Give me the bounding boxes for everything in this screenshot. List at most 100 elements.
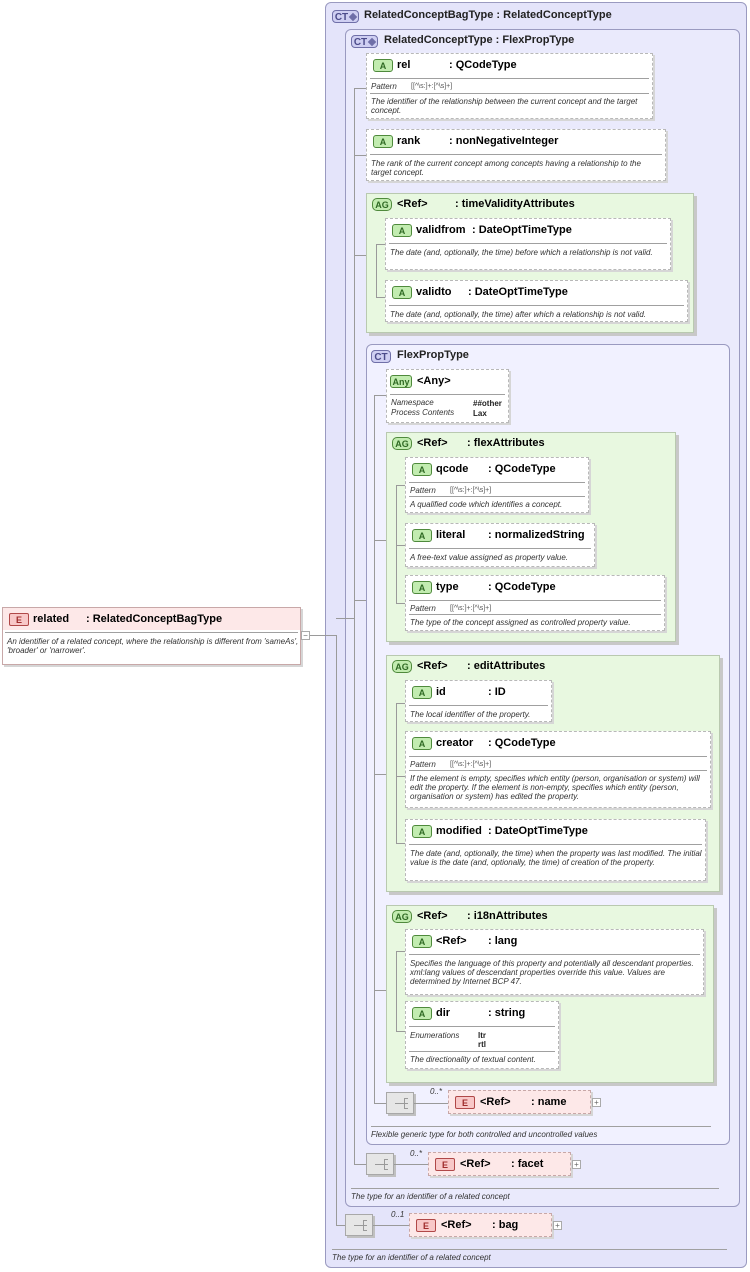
namespace-label: Namespace [391,398,434,407]
collapse-toggle[interactable]: − [301,631,310,640]
attribute-name: literal [436,529,466,541]
attribute-badge: A [373,135,393,148]
attribute-literal[interactable]: A literal : normalizedString A free-text… [405,523,595,567]
attribute-badge: A [412,686,432,699]
attribute-group-ref: <Ref> [417,437,448,449]
element-facet[interactable]: E <Ref> : facet [428,1152,571,1176]
attribute-name: : lang [488,935,518,947]
attribute-type: : QCodeType [449,59,517,71]
enumerations-label: Enumerations [410,1031,460,1040]
enumeration-rtl: rtl [478,1040,486,1049]
complex-type-badge: CT [332,10,359,23]
expand-toggle[interactable]: + [572,1160,581,1169]
attribute-creator[interactable]: A creator : QCodeType Pattern [[^\s:]+:[… [405,731,711,808]
complex-type-title: FlexPropType [397,349,469,361]
element-ref: <Ref> [460,1158,491,1170]
attribute-group-ref: <Ref> [417,910,448,922]
attribute-group-badge: AG [392,660,412,673]
attribute-description: If the element is empty, specifies which… [410,774,700,801]
attribute-type: : string [488,1007,526,1019]
wildcard-badge: Any [390,375,412,388]
attribute-type-value: : QCodeType [488,581,556,593]
attribute-type: : DateOptTimeType [488,825,588,837]
attribute-name: rel [397,59,411,71]
attribute-badge: A [392,224,412,237]
pattern-label: Pattern [371,82,397,91]
element-badge: E [9,613,29,626]
root-element-description: An identifier of a related concept, wher… [7,637,299,655]
attribute-description: A qualified code which identifies a conc… [410,500,563,509]
wildcard-any[interactable]: Any <Any> Namespace ##other Process Cont… [386,369,509,423]
attribute-name: validto [416,286,452,298]
element-badge: E [435,1158,455,1171]
attribute-badge: A [412,935,432,948]
attribute-description: The type of the concept assigned as cont… [410,618,631,627]
cardinality: 0..1 [391,1210,405,1219]
attribute-ref: <Ref> [436,935,467,947]
attribute-group-badge: AG [372,198,392,211]
attribute-badge: A [412,581,432,594]
namespace-value: ##other [473,399,502,408]
attribute-name: type [436,581,459,593]
expand-toggle[interactable]: + [592,1098,601,1107]
wildcard-name: <Any> [417,375,451,387]
attribute-name: rank [397,135,421,147]
attribute-name: id [436,686,446,698]
element-name-label: : bag [492,1219,519,1231]
attribute-group-name: : editAttributes [467,660,546,672]
attribute-validto[interactable]: A validto : DateOptTimeType The date (an… [385,280,688,322]
attribute-qcode[interactable]: A qcode : QCodeType Pattern [[^\s:]+:[^\… [405,457,589,513]
attribute-modified[interactable]: A modified : DateOptTimeType The date (a… [405,819,706,881]
attribute-group-badge: AG [392,437,412,450]
attribute-badge: A [412,463,432,476]
attribute-group-name: : timeValidityAttributes [455,198,575,210]
attribute-name: dir [436,1007,451,1019]
attribute-description: Specifies the language of this property … [410,959,694,986]
attribute-description: The date (and, optionally, the time) bef… [390,248,653,257]
complex-type-badge: CT [371,350,391,363]
attribute-group-badge: AG [392,910,412,923]
element-bag[interactable]: E <Ref> : bag [409,1213,552,1237]
element-ref: <Ref> [441,1219,472,1231]
expand-toggle[interactable]: + [553,1221,562,1230]
attribute-description: A free-text value assigned as property v… [410,553,569,562]
cardinality: 0..* [410,1149,423,1158]
attribute-validfrom[interactable]: A validfrom : DateOptTimeType The date (… [385,218,671,270]
attribute-name: creator [436,737,474,749]
attribute-description: The date (and, optionally, the time) whe… [410,849,702,867]
attribute-type: : normalizedString [488,529,585,541]
attribute-type: : nonNegativeInteger [449,135,559,147]
pattern-label: Pattern [410,604,436,613]
attribute-group-name: : i18nAttributes [467,910,548,922]
pattern-label: Pattern [410,486,436,495]
attribute-name: qcode [436,463,469,475]
attribute-description: The date (and, optionally, the time) aft… [390,310,646,319]
enumeration-ltr: ltr [478,1031,486,1040]
attribute-badge: A [392,286,412,299]
pattern-value: [[^\s:]+:[^\s]+] [450,605,492,612]
attribute-badge: A [373,59,393,72]
attribute-description: The identifier of the relationship betwe… [371,97,638,115]
complex-type-badge: CT [351,35,378,48]
attribute-dir[interactable]: A dir : string Enumerations ltr rtl The … [405,1001,559,1069]
pattern-value: [[^\s:]+:[^\s]+] [411,83,453,90]
root-element-related[interactable]: E related : RelatedConceptBagType An ide… [2,607,301,665]
root-element-type: : RelatedConceptBagType [86,613,223,625]
attribute-description: The directionality of textual content. [410,1055,536,1064]
attribute-rel[interactable]: A rel : QCodeType Pattern [[^\s:]+:[^\s]… [366,53,653,119]
element-badge: E [416,1219,436,1232]
complex-type-title: RelatedConceptBagType : RelatedConceptTy… [364,9,612,21]
element-ref: <Ref> [480,1096,511,1108]
element-name[interactable]: E <Ref> : name [448,1090,591,1114]
attribute-badge: A [412,1007,432,1020]
attribute-group-name: : flexAttributes [467,437,545,449]
attribute-type: : QCodeType [488,737,556,749]
attribute-rank[interactable]: A rank : nonNegativeInteger The rank of … [366,129,666,181]
attribute-lang[interactable]: A <Ref> : lang Specifies the language of… [405,929,704,995]
attribute-badge: A [412,529,432,542]
attribute-id[interactable]: A id : ID The local identifier of the pr… [405,680,552,722]
attribute-badge: A [412,737,432,750]
attribute-badge: A [412,825,432,838]
attribute-type: : DateOptTimeType [472,224,572,236]
attribute-type[interactable]: A type : QCodeType Pattern [[^\s:]+:[^\s… [405,575,665,631]
